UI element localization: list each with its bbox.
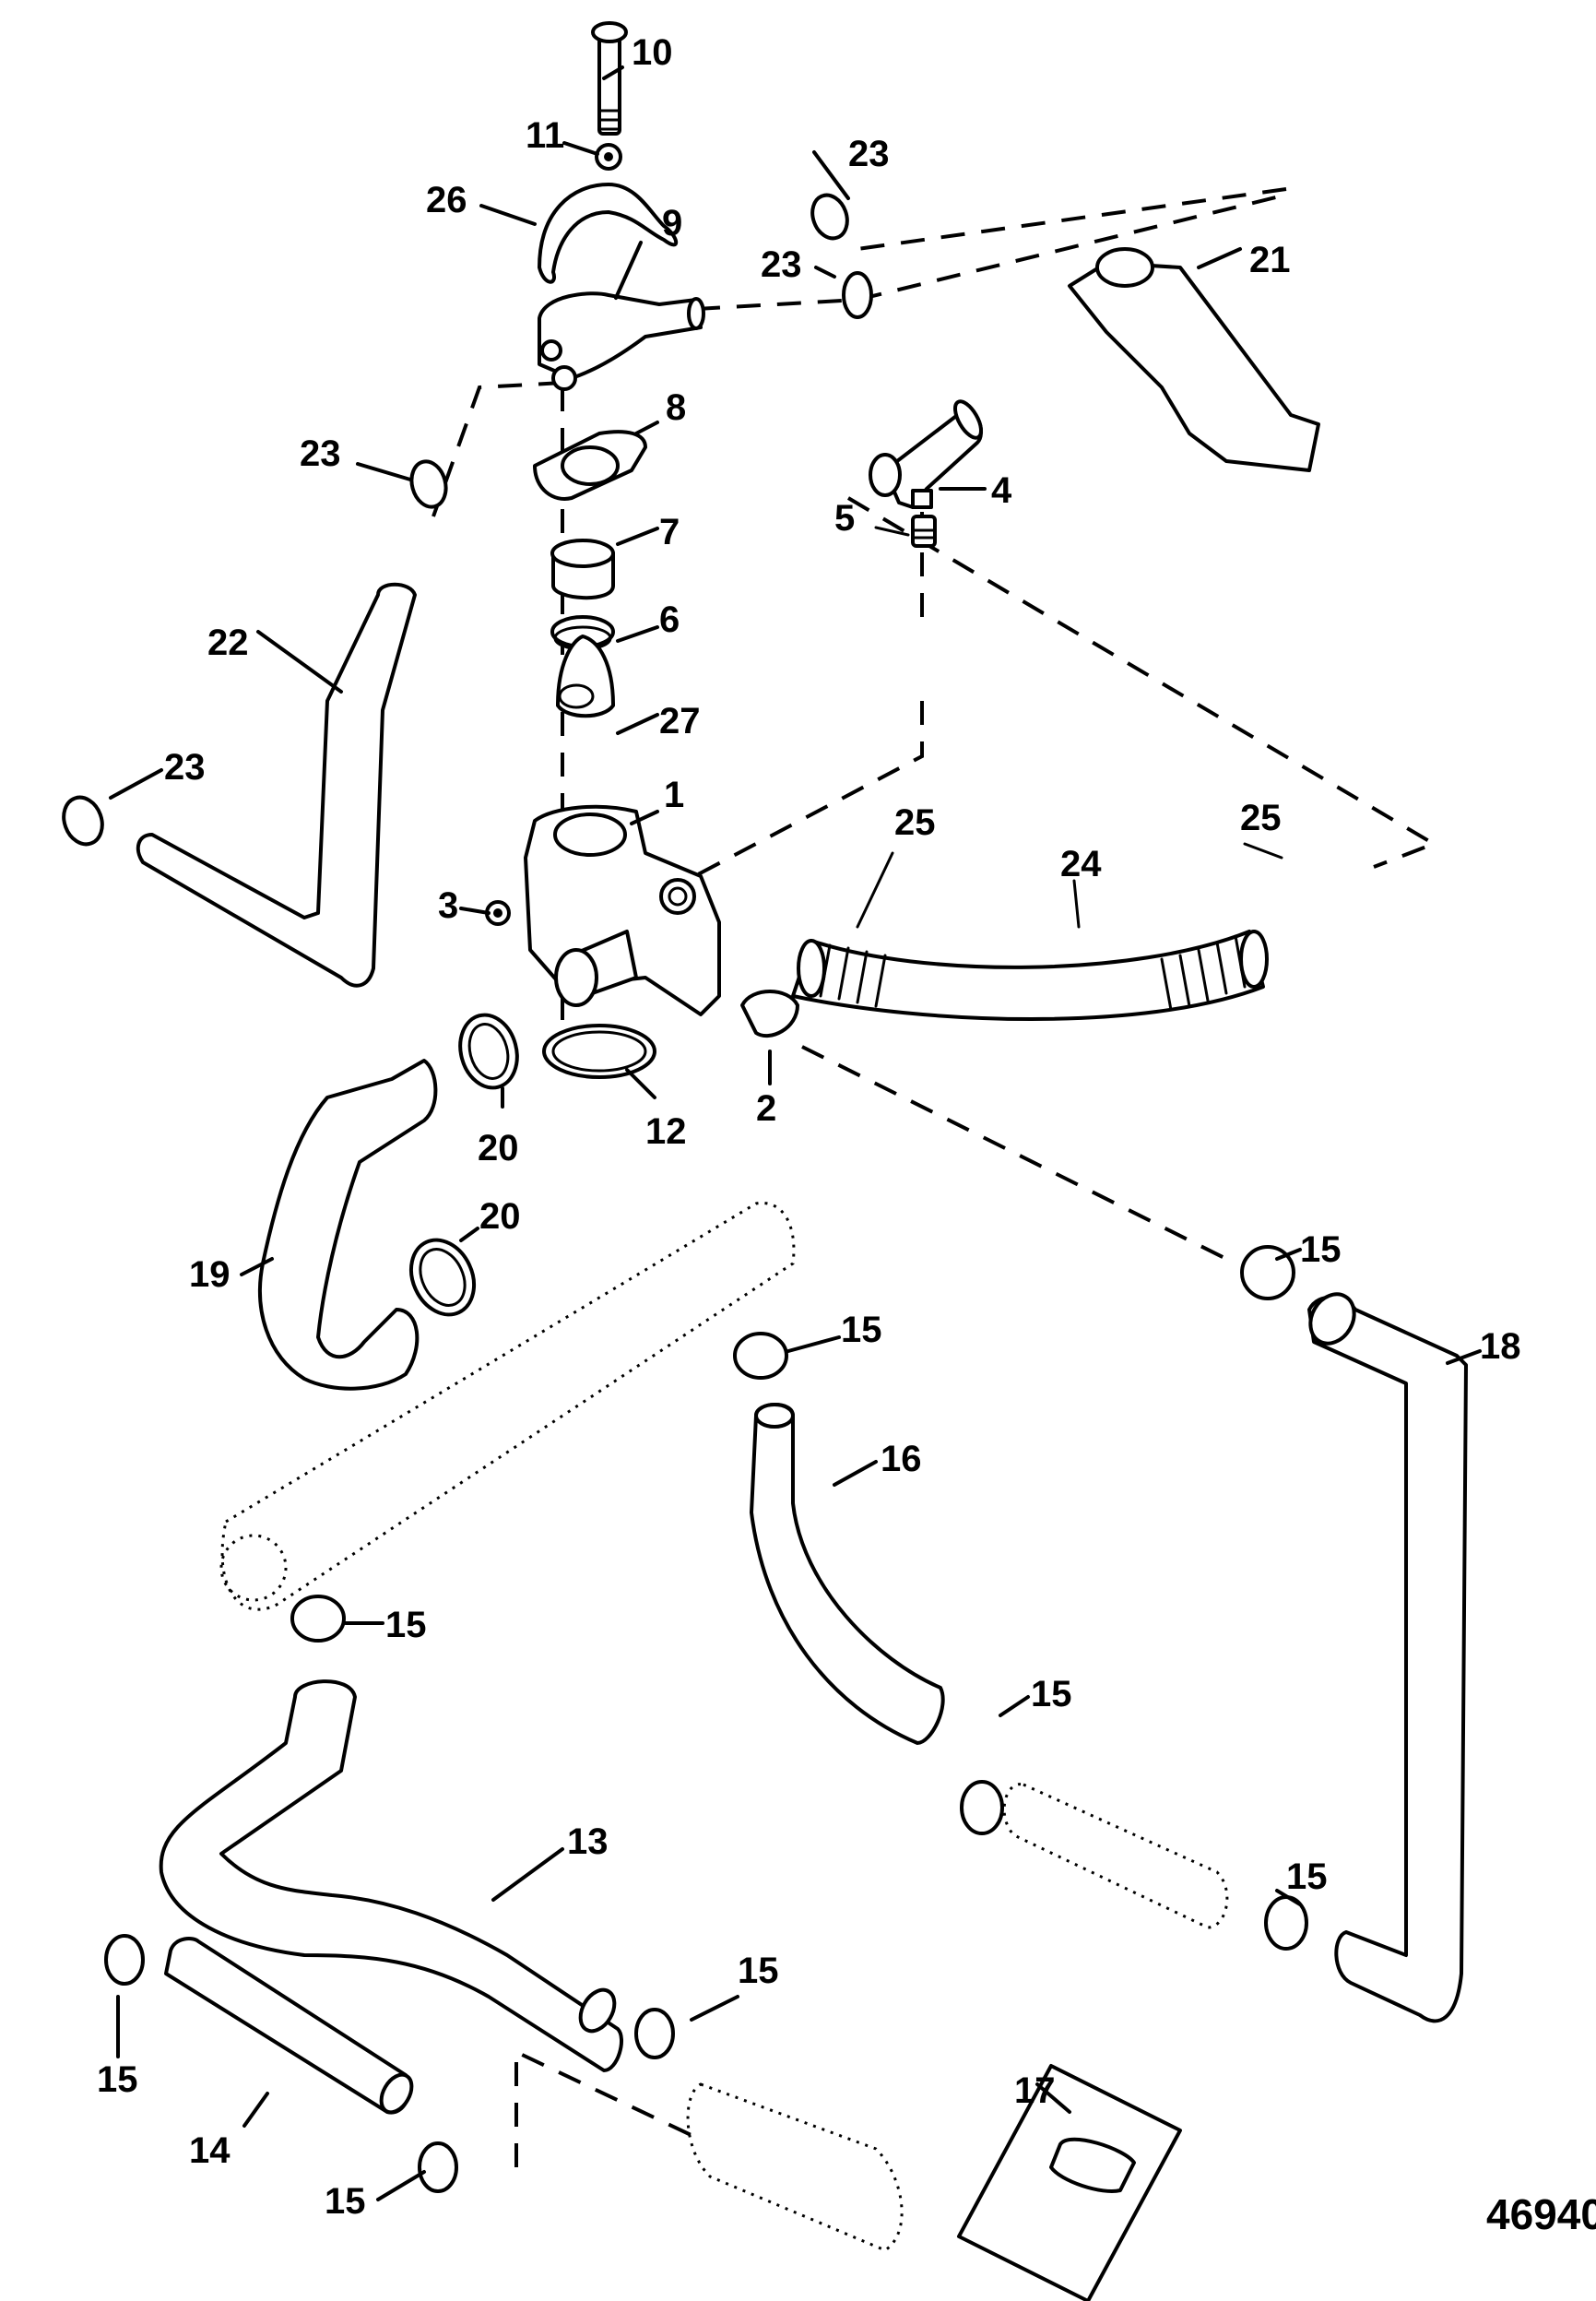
part-14-hose xyxy=(164,1937,411,2115)
callout-6: 6 xyxy=(659,599,680,640)
callout-23-top: 23 xyxy=(848,134,890,174)
part-8-gasket xyxy=(533,430,647,501)
part-11-washer xyxy=(595,143,622,171)
callout-15-g: 15 xyxy=(97,2059,138,2100)
callout-1: 1 xyxy=(664,775,684,815)
callout-12: 12 xyxy=(645,1111,687,1152)
part-4-fitting xyxy=(869,399,983,509)
dash-2-to-15 xyxy=(801,1045,1236,1265)
part-23-clamp-left xyxy=(409,459,448,509)
part-15-clamp-a xyxy=(1240,1245,1295,1300)
callout-14: 14 xyxy=(189,2130,231,2171)
callout-10: 10 xyxy=(632,32,673,73)
part-15-clamp-b xyxy=(733,1332,788,1380)
part-16-hose-end xyxy=(754,1403,795,1429)
part-9-housing xyxy=(538,291,705,391)
part-21-pipe xyxy=(1068,261,1320,472)
callout-20-lower: 20 xyxy=(479,1196,521,1237)
callout-4: 4 xyxy=(991,470,1012,511)
callout-9: 9 xyxy=(662,203,682,243)
callout-8: 8 xyxy=(666,387,686,428)
part-15-clamp-h xyxy=(418,2141,458,2193)
part-23-clamp-top xyxy=(810,193,849,241)
part-15-clamp-g xyxy=(104,1934,145,1986)
callout-23-mid: 23 xyxy=(761,244,802,285)
dash-4-to-25 xyxy=(846,496,1438,869)
part-12-clamp xyxy=(542,1024,656,1079)
pump-outline-middle xyxy=(1002,1783,1229,1929)
part-19-hose xyxy=(258,1059,438,1391)
part-15-clamp-c xyxy=(290,1595,346,1643)
part-3-nut xyxy=(485,900,511,926)
callout-25-right: 25 xyxy=(1240,798,1282,838)
part-22-hose xyxy=(136,582,417,988)
part-2-plug xyxy=(740,990,799,1038)
part-13-hose-end xyxy=(578,1987,617,2034)
callout-19: 19 xyxy=(189,1254,231,1295)
pump-outline-lower xyxy=(686,2082,904,2252)
callout-26: 26 xyxy=(426,180,467,220)
callout-17: 17 xyxy=(1014,2070,1056,2111)
callout-23-lower-left: 23 xyxy=(164,747,206,788)
part-15-clamp-d xyxy=(960,1780,1004,1835)
dash-14-to-pump xyxy=(514,2048,702,2167)
callout-24: 24 xyxy=(1060,844,1102,884)
callout-labels: 10 11 26 9 23 23 21 8 4 23 7 5 6 22 27 2… xyxy=(97,32,1596,2238)
dash-9-to-21 xyxy=(695,192,1292,311)
callout-3: 3 xyxy=(438,885,458,926)
callout-27: 27 xyxy=(659,701,701,741)
part-24-hose xyxy=(791,930,1265,1021)
part-25-clamp-right xyxy=(1239,930,1269,989)
part-20-clamp-lower xyxy=(408,1238,477,1317)
callout-5: 5 xyxy=(834,498,855,539)
leader-lines xyxy=(109,65,1482,2201)
callout-21: 21 xyxy=(1249,240,1291,280)
callout-15-d: 15 xyxy=(1031,1674,1072,1714)
callout-11: 11 xyxy=(526,115,564,156)
part-26-bracket xyxy=(538,183,679,284)
part-10-bolt xyxy=(591,21,628,136)
callout-15-b: 15 xyxy=(841,1310,882,1350)
part-20-clamp-upper xyxy=(458,1013,519,1090)
part-7-sleeve xyxy=(550,539,615,600)
dash-9-to-23 xyxy=(432,381,563,517)
part-25-clamp-left xyxy=(797,939,826,998)
figure-number: 46940 xyxy=(1486,2190,1596,2238)
part-15-clamp-f xyxy=(634,2008,675,2059)
dash-23-to-21 xyxy=(857,187,1287,251)
part-21-pipe-end xyxy=(1095,247,1154,288)
callout-23-left: 23 xyxy=(300,433,341,474)
callout-18: 18 xyxy=(1480,1326,1521,1367)
callout-25-left: 25 xyxy=(894,802,936,843)
callout-15-f: 15 xyxy=(738,1951,779,1991)
callout-22: 22 xyxy=(207,623,249,663)
part-1-housing xyxy=(524,804,721,1016)
part-5-adapter xyxy=(911,515,937,548)
part-23-clamp-mid xyxy=(842,271,873,319)
part-18-hose-end xyxy=(1308,1292,1356,1346)
part-14-hose-end xyxy=(379,2072,414,2115)
part-18-hose xyxy=(1307,1295,1468,2023)
part-27-thermostat xyxy=(556,635,615,718)
callout-20-upper: 20 xyxy=(478,1128,519,1168)
heat-exchanger-outline xyxy=(219,1201,796,1611)
callout-15-e: 15 xyxy=(1286,1856,1328,1897)
part-17-inset xyxy=(957,2064,1182,2301)
callout-15-a: 15 xyxy=(1300,1229,1342,1270)
dash-5-to-1 xyxy=(668,701,924,892)
callout-16: 16 xyxy=(881,1439,922,1479)
callout-15-h: 15 xyxy=(325,2181,366,2222)
callout-2: 2 xyxy=(756,1088,776,1129)
part-23-clamp-lower-left xyxy=(62,795,104,847)
callout-7: 7 xyxy=(659,512,680,552)
part-13-hose xyxy=(159,1679,623,2072)
callout-13: 13 xyxy=(567,1821,609,1862)
callout-15-c: 15 xyxy=(385,1605,427,1645)
